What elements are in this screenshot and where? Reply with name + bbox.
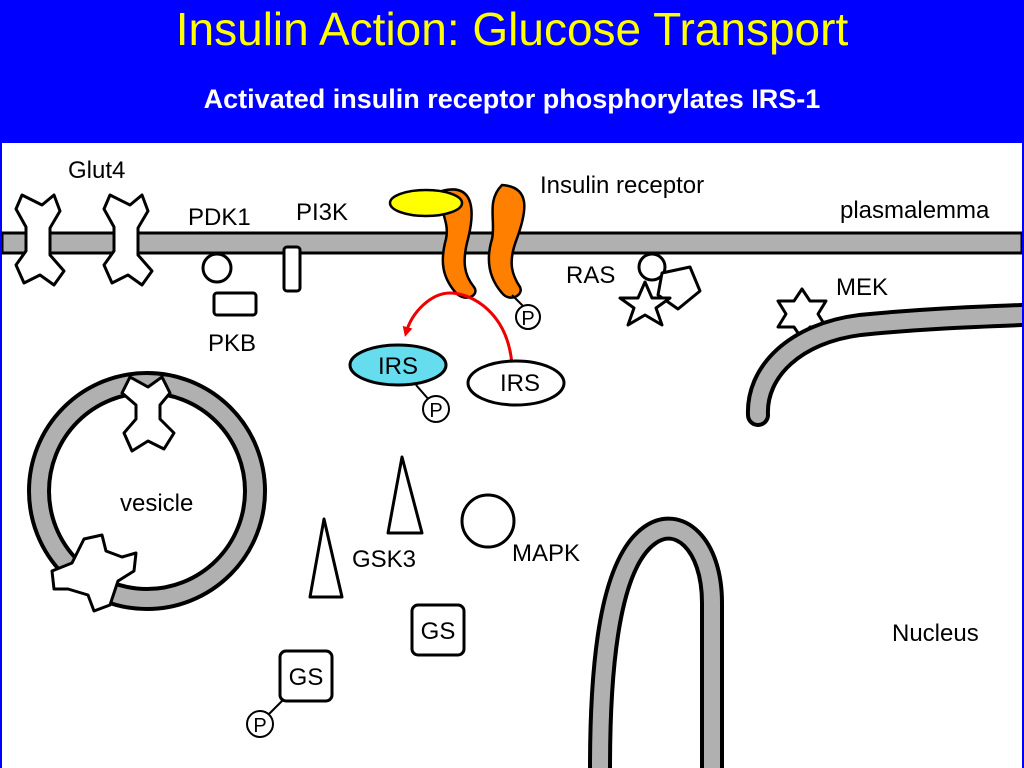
pkb-label: PKB: [208, 330, 256, 357]
slide-header: Insulin Action: Glucose Transport Activa…: [0, 0, 1024, 143]
gs-phospho-label: P: [253, 715, 266, 737]
vesicle: [27, 371, 267, 611]
mapk-shape: [460, 493, 516, 549]
gsk3-shape-2: [308, 517, 344, 599]
cell-diagram: Glut4 PDK1 PI3K PKB P Insulin receptor p…: [0, 157, 1024, 768]
phosphorylation-arrow: [402, 291, 514, 366]
pkb-shape: [212, 291, 258, 317]
gs-phosphorylated: [246, 649, 334, 738]
irs-phospho-label: P: [429, 400, 442, 422]
irs-inactive-label: IRS: [500, 370, 540, 397]
glut4-transporter: [14, 193, 66, 287]
pdk1-label: PDK1: [188, 204, 251, 231]
nucleus-label: Nucleus: [892, 620, 979, 647]
plasmalemma-label: plasmalemma: [840, 197, 990, 224]
gs-shape: [410, 603, 466, 657]
ras-star: [618, 280, 672, 327]
glut4-transporter: [102, 193, 154, 287]
gs-label: GS: [421, 618, 456, 645]
vesicle-glut4: [50, 533, 138, 613]
irs-inactive: [466, 359, 566, 407]
vesicle-label: vesicle: [120, 490, 193, 517]
ras-label: RAS: [566, 262, 615, 289]
glut4-label: Glut4: [68, 157, 125, 184]
irs-active-label: IRS: [378, 353, 418, 380]
slide-subtitle: Activated insulin receptor phosphorylate…: [203, 84, 821, 114]
pi3k-shape: [282, 245, 302, 293]
nuclear-envelope: [588, 303, 1024, 768]
gsk3-label: GSK3: [352, 546, 416, 573]
mek-label: MEK: [836, 274, 888, 301]
receptor-phospho-label: P: [521, 308, 534, 330]
irs-active: [348, 343, 450, 423]
pdk1-shape: [201, 252, 233, 284]
insulin-receptor: [388, 183, 541, 330]
diagram-area: Glut4 PDK1 PI3K PKB P Insulin receptor p…: [0, 143, 1024, 768]
insulin-receptor-label: Insulin receptor: [540, 172, 704, 199]
gs-phospho-gs-label: GS: [289, 664, 324, 691]
slide-title: Insulin Action: Glucose Transport: [175, 3, 849, 55]
gsk3-shape: [386, 455, 424, 535]
mapk-label: MAPK: [512, 540, 580, 567]
vesicle-glut4: [120, 375, 176, 453]
pi3k-label: PI3K: [296, 199, 348, 226]
ras-shape: [637, 252, 667, 282]
